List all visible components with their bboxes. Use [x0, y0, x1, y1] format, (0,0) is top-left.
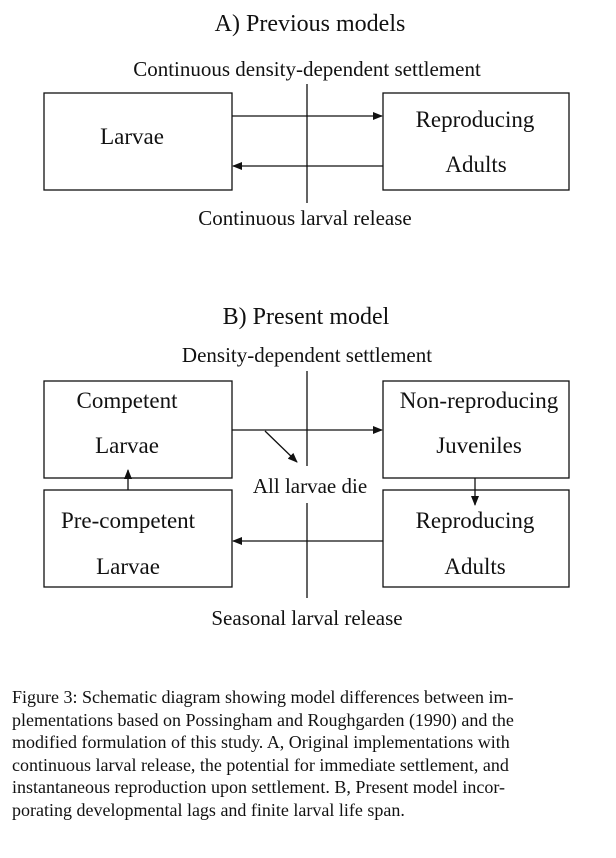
figure-caption: Figure 3: Schematic diagram showing mode…: [12, 686, 604, 821]
panel-b-die-label: All larvae die: [253, 474, 367, 498]
caption-line: plementations based on Possingham and Ro…: [12, 709, 514, 730]
caption-line: porating developmental lags and finite l…: [12, 799, 405, 820]
panel-b-competent-larvae-box: [43, 380, 233, 479]
panel-b: B) Present model Density-dependent settl…: [43, 304, 570, 630]
panel-b-juveniles-label-line1: Non-reproducing: [400, 388, 559, 413]
panel-a-adults-label-line2: Adults: [445, 152, 506, 177]
panel-b-larvae-die-arrow: [264, 430, 298, 463]
panel-b-settlement-label: Density-dependent settlement: [182, 343, 432, 367]
panel-a-larvae-label: Larvae: [100, 124, 164, 149]
caption-line: Figure 3: Schematic diagram showing mode…: [12, 687, 514, 707]
panel-a: A) Previous models Continuous density-de…: [43, 11, 570, 230]
panel-b-competent-label-line1: Competent: [77, 388, 179, 413]
panel-a-adults-label-line1: Reproducing: [416, 107, 535, 132]
caption-line: continuous larval release, the potential…: [12, 754, 509, 775]
panel-b-title: B) Present model: [223, 304, 390, 330]
panel-b-juveniles-box: [382, 380, 570, 479]
panel-b-precompetent-larvae-box: [43, 489, 233, 588]
model-schematic-diagram: A) Previous models Continuous density-de…: [43, 11, 570, 630]
panel-a-reproducing-adults-box: [382, 92, 570, 191]
panel-a-release-label: Continuous larval release: [198, 206, 411, 230]
panel-b-reproducing-adults-box: [382, 489, 570, 588]
panel-a-settlement-label: Continuous density-dependent settlement: [133, 57, 481, 81]
caption-line: instantaneous reproduction upon settleme…: [12, 777, 506, 797]
panel-b-release-label: Seasonal larval release: [211, 606, 402, 630]
panel-b-juveniles-label-line2: Juveniles: [436, 433, 522, 458]
panel-b-precompetent-label-line2: Larvae: [96, 554, 160, 579]
panel-a-larvae-box: [43, 92, 233, 191]
panel-b-adults-label-line1: Reproducing: [416, 508, 535, 533]
panel-b-competent-label-line2: Larvae: [95, 433, 159, 458]
caption-line: modified formulation of this study. A, O…: [12, 732, 510, 752]
panel-b-precompetent-label-line1: Pre-competent: [61, 508, 196, 533]
panel-b-adults-label-line2: Adults: [444, 554, 505, 579]
panel-a-title: A) Previous models: [215, 11, 406, 37]
